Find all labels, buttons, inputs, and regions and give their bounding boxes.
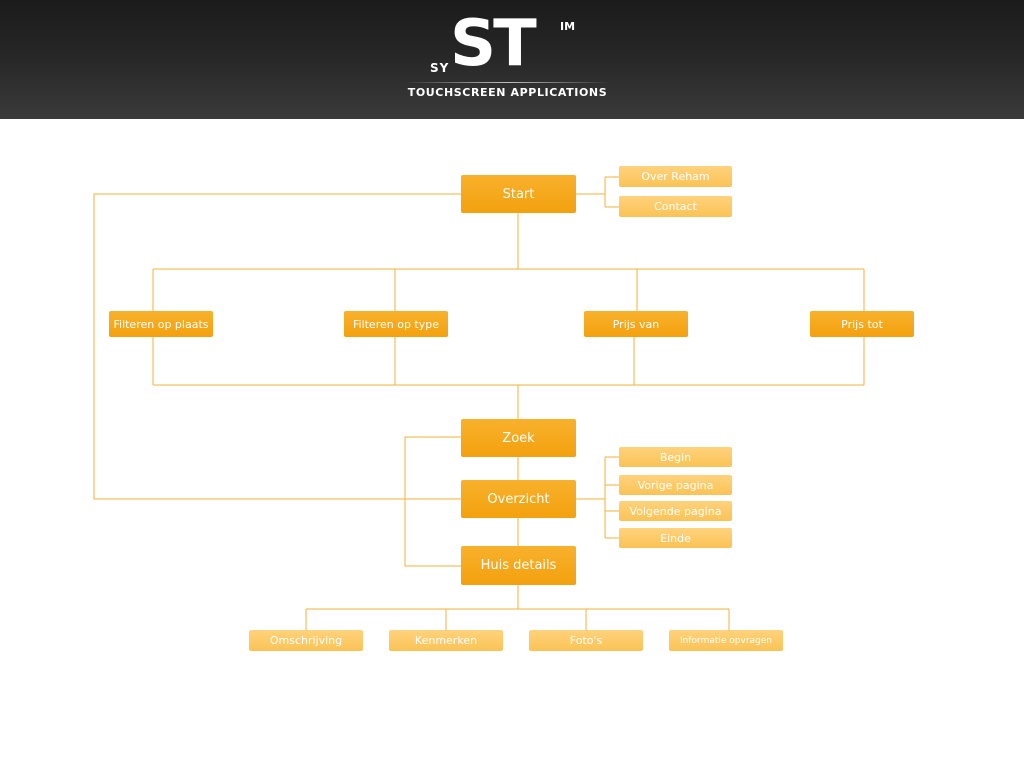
logo-sy-text: SY xyxy=(430,61,450,75)
connector-filter-top-bus xyxy=(152,268,865,312)
logo-st-text: ST xyxy=(450,7,537,81)
node-vorige-pagina[interactable]: Vorige pagina xyxy=(619,475,732,495)
node-prijs-tot[interactable]: Prijs tot xyxy=(810,311,914,337)
connector-overzicht-pagination xyxy=(576,456,620,539)
node-over-reham[interactable]: Over Reham xyxy=(619,166,732,187)
connector-zoek-huis-loop xyxy=(404,436,461,567)
node-filteren-op-plaats[interactable]: Filteren op plaats xyxy=(109,311,213,337)
node-kenmerken[interactable]: Kenmerken xyxy=(389,630,503,651)
node-informatie-opvragen[interactable]: Informatie opvragen xyxy=(669,630,783,651)
node-prijs-van[interactable]: Prijs van xyxy=(584,311,688,337)
node-filteren-op-type[interactable]: Filteren op type xyxy=(344,311,448,337)
node-omschrijving[interactable]: Omschrijving xyxy=(249,630,363,651)
node-huis-details[interactable]: Huis details xyxy=(461,546,576,585)
node-overzicht[interactable]: Overzicht xyxy=(461,480,576,518)
header-bar: SY ST IM TOUCHSCREEN APPLICATIONS xyxy=(0,0,1024,119)
node-volgende-pagina[interactable]: Volgende pagina xyxy=(619,501,732,521)
logo-tagline: TOUCHSCREEN APPLICATIONS xyxy=(407,86,608,99)
node-einde[interactable]: Einde xyxy=(619,528,732,548)
node-fotos[interactable]: Foto's xyxy=(529,630,643,651)
logo-im-text: IM xyxy=(560,20,576,33)
connector-start-side xyxy=(576,176,620,208)
node-start[interactable]: Start xyxy=(461,175,576,213)
connector-huis-bottom xyxy=(305,585,730,631)
connector-start-overzicht-loop xyxy=(93,193,461,500)
node-zoek[interactable]: Zoek xyxy=(461,419,576,457)
logo-divider xyxy=(404,82,610,83)
node-begin[interactable]: Begin xyxy=(619,447,732,467)
systim-logo: SY ST IM TOUCHSCREEN APPLICATIONS xyxy=(400,7,615,106)
node-contact[interactable]: Contact xyxy=(619,196,732,217)
connector-filter-bottom-bus xyxy=(152,337,865,386)
